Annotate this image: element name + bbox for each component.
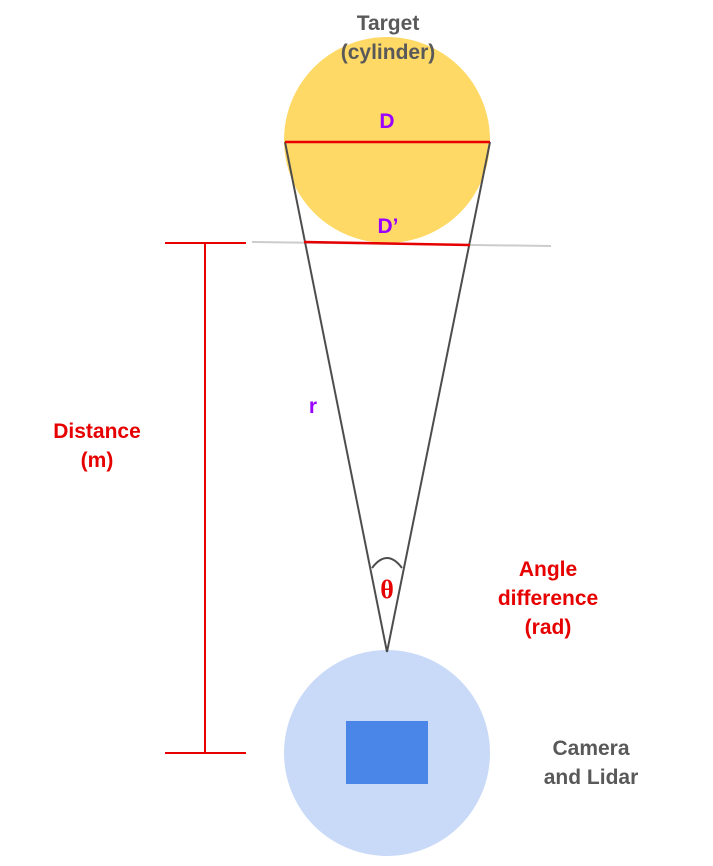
distance-label-line2: (m) <box>81 449 114 472</box>
target-label-line2: (cylinder) <box>341 41 436 64</box>
right-ray <box>386 141 491 653</box>
sensor-label-line2: and Lidar <box>544 766 639 789</box>
theta-label: θ <box>380 575 394 604</box>
angle-label-line3: (rad) <box>525 616 572 639</box>
angle-label-line1: Angle <box>519 558 577 581</box>
sensor-label-line1: Camera <box>552 737 629 760</box>
distance-label-line1: Distance <box>53 420 141 443</box>
diameter-label: D <box>379 110 394 133</box>
angle-label-line2: difference <box>498 587 598 610</box>
left-ray <box>284 141 388 653</box>
target-cylinder <box>284 37 490 243</box>
angle-arc <box>371 557 403 569</box>
range-label: r <box>309 395 317 418</box>
diameter-prime-label: D’ <box>378 215 399 238</box>
target-label-line1: Target <box>357 12 420 35</box>
sensor-box <box>346 721 428 784</box>
diameter-prime-line <box>303 240 471 247</box>
